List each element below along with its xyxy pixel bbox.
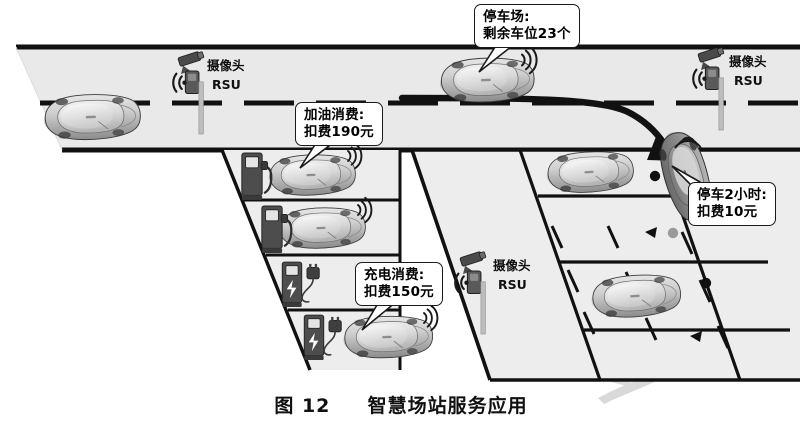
figure-caption-number: 图 12 <box>274 395 331 417</box>
lot-direction-marker-2 <box>690 331 702 342</box>
car-road-left <box>42 92 142 142</box>
callout-line2: 扣费10元 <box>697 203 758 220</box>
callout-refuel-charge: 加油消费: 扣费190元 <box>295 102 383 147</box>
callout-parking-fee: 停车2小时: 扣费10元 <box>688 182 776 227</box>
rsu-label-line2: RSU <box>498 277 527 292</box>
callout-line1: 加油消费: <box>304 107 365 123</box>
sensor-free-1 <box>667 227 679 239</box>
rsu-label-line2: RSU <box>212 77 241 92</box>
rsu-label-line2: RSU <box>734 73 763 88</box>
figure-caption: 图 12 智慧场站服务应用 <box>0 391 802 418</box>
parking-sensors <box>645 170 712 342</box>
figure-caption-title: 智慧场站服务应用 <box>367 395 528 417</box>
callout-line2: 扣费150元 <box>364 283 434 300</box>
rsu-label-line1: 摄像头 <box>493 258 531 273</box>
callout-line1: 停车2小时: <box>697 187 767 203</box>
callout-line1: 充电消费: <box>364 267 425 283</box>
sensor-occupied-1 <box>649 170 661 182</box>
rsu-label-line1: 摄像头 <box>207 58 245 73</box>
callout-line2: 剩余车位23个 <box>483 25 571 42</box>
rsu-label-line1: 摄像头 <box>729 54 767 69</box>
sensor-occupied-2 <box>700 277 712 289</box>
callout-ev-charge-fee: 充电消费: 扣费150元 <box>355 262 443 307</box>
callout-line2: 扣费190元 <box>304 123 374 140</box>
callout-line1: 停车场: <box>483 9 530 25</box>
callout-parking-lot-status: 停车场: 剩余车位23个 <box>474 4 580 49</box>
lot-direction-marker-1 <box>645 227 657 238</box>
